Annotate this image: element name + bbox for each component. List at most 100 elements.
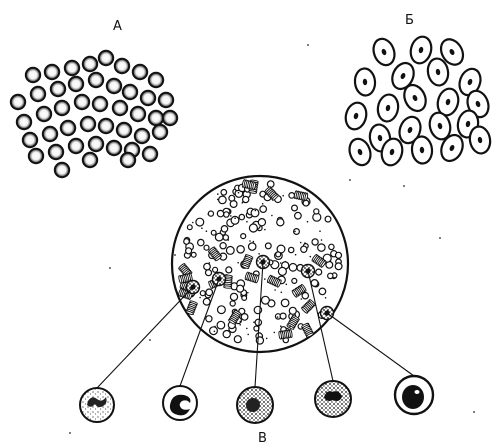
smear-erythrocyte xyxy=(191,252,196,257)
erythrocyte xyxy=(51,82,65,96)
nucleated-erythrocyte xyxy=(370,36,398,68)
smear-erythrocyte xyxy=(262,296,270,304)
erythrocyte xyxy=(115,59,129,73)
erythrocyte xyxy=(163,111,177,125)
smear-erythrocyte xyxy=(206,270,212,276)
smear-erythrocyte xyxy=(258,219,265,226)
smear-erythrocyte xyxy=(318,244,325,251)
smear-erythrocyte xyxy=(204,263,211,270)
leukocyte-basophil xyxy=(237,387,273,423)
panel-a-label: А xyxy=(113,19,122,34)
platelet xyxy=(247,292,249,294)
platelet xyxy=(253,241,255,243)
smear-erythrocyte xyxy=(249,224,257,232)
smear-erythrocyte xyxy=(319,288,326,295)
smear-erythrocyte xyxy=(281,299,289,307)
platelet xyxy=(238,192,240,194)
smear-erythrocyte xyxy=(210,327,218,335)
erythrocyte xyxy=(83,57,97,71)
smear-erythrocyte xyxy=(314,209,319,214)
platelet xyxy=(266,338,268,340)
speck xyxy=(174,254,176,256)
panel-b-label: Б xyxy=(405,13,414,28)
smear-erythrocyte xyxy=(265,243,271,249)
platelet xyxy=(277,316,279,318)
smear-erythrocyte xyxy=(277,219,284,226)
nucleated-erythrocyte xyxy=(343,100,369,131)
platelet xyxy=(264,278,266,280)
erythrocyte xyxy=(123,85,137,99)
erythrocyte xyxy=(31,87,45,101)
platelet xyxy=(247,334,249,336)
platelet xyxy=(300,242,302,244)
smear-erythrocyte xyxy=(301,246,307,252)
platelet xyxy=(274,332,276,334)
smear-erythrocyte xyxy=(335,263,342,270)
smear-erythrocyte xyxy=(329,244,334,249)
smear-erythrocyte xyxy=(184,239,190,245)
smear-erythrocyte xyxy=(242,296,247,301)
erythrocyte xyxy=(61,121,75,135)
smear-erythrocyte xyxy=(203,298,210,305)
erythrocyte xyxy=(69,77,83,91)
platelet xyxy=(206,230,208,232)
smear-erythrocyte xyxy=(218,306,226,314)
smear-erythrocyte xyxy=(217,321,225,329)
platelet xyxy=(282,195,284,197)
smear-erythrocyte xyxy=(241,314,248,321)
speck xyxy=(307,44,309,46)
erythrocyte xyxy=(55,163,69,177)
platelet xyxy=(274,289,276,291)
erythrocyte xyxy=(117,123,131,137)
leukocyte-neutrophil xyxy=(80,388,114,422)
smear-erythrocyte xyxy=(234,336,241,343)
platelet xyxy=(253,321,255,323)
platelet xyxy=(286,284,288,286)
smear-erythrocyte xyxy=(206,316,212,322)
platelet xyxy=(319,230,321,232)
panel-c-label: В xyxy=(258,431,267,445)
platelet xyxy=(325,297,327,299)
panel-b-nucleated-erythrocytes xyxy=(343,34,492,168)
platelet xyxy=(249,240,251,242)
erythrocyte xyxy=(121,153,135,167)
platelet xyxy=(294,231,296,233)
smear-erythrocyte xyxy=(208,211,213,216)
smear-erythrocyte xyxy=(249,243,256,250)
erythrocyte xyxy=(135,129,149,143)
platelet xyxy=(307,221,309,223)
erythrocyte xyxy=(89,137,103,151)
erythrocyte xyxy=(89,73,103,87)
erythrocyte xyxy=(149,73,163,87)
smear-erythrocyte xyxy=(255,319,261,325)
smear-erythrocyte xyxy=(239,214,244,219)
smear-erythrocyte xyxy=(295,212,302,219)
platelet xyxy=(300,287,302,289)
platelet xyxy=(296,294,298,296)
platelet xyxy=(321,239,323,241)
platelet xyxy=(242,202,244,204)
leukocyte-eosinophil xyxy=(315,381,351,417)
panel-c-blood-smear xyxy=(172,176,348,352)
smear-erythrocyte xyxy=(187,225,192,230)
erythrocyte xyxy=(83,153,97,167)
smear-erythrocyte xyxy=(223,235,228,240)
smear-erythrocyte xyxy=(229,195,235,201)
smear-erythrocyte xyxy=(213,267,218,272)
pointer-line xyxy=(327,313,414,376)
platelet xyxy=(209,262,211,264)
panel-a-erythrocytes xyxy=(11,51,177,177)
erythrocyte xyxy=(159,93,173,107)
platelet xyxy=(262,203,264,205)
platelet xyxy=(304,242,306,244)
platelet xyxy=(214,326,216,328)
smear-erythrocyte xyxy=(206,289,213,296)
erythrocyte xyxy=(99,51,113,65)
smear-erythrocyte xyxy=(230,293,237,300)
smear-erythrocyte xyxy=(217,210,223,216)
erythrocyte xyxy=(37,107,51,121)
smear-erythrocyte xyxy=(221,190,227,196)
platelet xyxy=(237,262,239,264)
speck xyxy=(69,432,71,434)
erythrocyte xyxy=(23,133,37,147)
